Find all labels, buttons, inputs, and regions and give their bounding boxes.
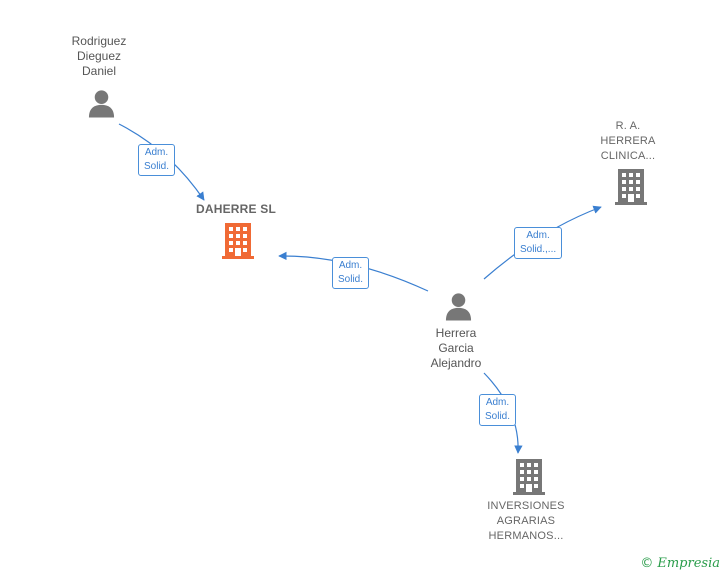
brand-name: Empresia <box>657 556 720 571</box>
company-label-inversiones[interactable]: INVERSIONES AGRARIAS HERMANOS... <box>487 500 565 542</box>
building-icon[interactable] <box>513 459 545 495</box>
edge-badge-herrera-daherre[interactable]: Adm. Solid. <box>332 257 370 289</box>
edge-badge-herrera-raherrera[interactable]: Adm. Solid.,... <box>514 227 563 259</box>
building-icon[interactable] <box>615 169 647 205</box>
person-icon[interactable] <box>445 293 472 321</box>
company-label-daherre[interactable]: DAHERRE SL <box>195 202 276 216</box>
person-label-herrera[interactable]: Herrera Garcia Alejandro <box>430 326 482 370</box>
building-icon[interactable] <box>222 223 254 259</box>
brand-logo[interactable]: ©Empresia <box>640 556 720 571</box>
company-label-ra-herrera[interactable]: R. A. HERRERA CLINICA... <box>600 120 656 162</box>
person-label-rodriguez[interactable]: Rodriguez Dieguez Daniel <box>71 34 127 78</box>
edge-badge-rodriguez-daherre[interactable]: Adm. Solid. <box>138 144 176 176</box>
person-icon[interactable] <box>88 90 115 118</box>
copyright-symbol: © <box>640 556 654 571</box>
edge-badge-herrera-inversiones[interactable]: Adm. Solid. <box>479 394 517 426</box>
